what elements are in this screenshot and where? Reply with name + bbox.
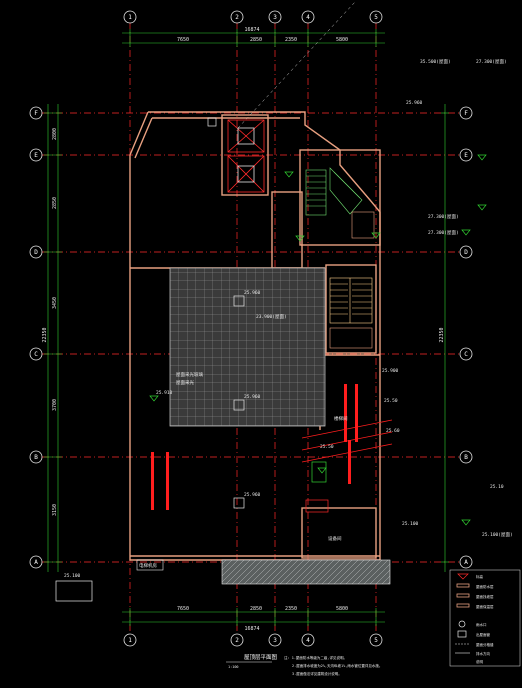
legend-item-7: 屋面分格缝 (476, 642, 494, 647)
axis-label-bottom-5: 5 (374, 637, 378, 644)
level-top-right-1: 35.500(屋面) (420, 59, 451, 65)
dim-left-seg-4: 3700 (52, 399, 58, 411)
axis-bubbles (29, 10, 473, 647)
legend-item-2: 屋面防水层 (476, 584, 494, 589)
axis-label-left-c: C (34, 351, 38, 358)
axis-label-bottom-2: 2 (235, 637, 239, 644)
axis-label-top-4: 4 (306, 14, 310, 21)
dim-right-total: 22350 (439, 327, 445, 342)
level-right-side-1: 25.900 (382, 368, 399, 374)
axis-label-left-f: F (34, 110, 38, 117)
bottom-left-box (55, 580, 93, 602)
axis-label-top-2: 2 (235, 14, 239, 21)
axis-label-right-e: E (464, 152, 468, 159)
axis-label-bottom-4: 4 (306, 637, 310, 644)
drawing-scale: 1:100 (228, 665, 239, 669)
bottom-room-label-box (136, 559, 164, 571)
legend-item-9: 说明 (476, 659, 484, 664)
drain-lines (301, 419, 393, 463)
legend-item-6: 出屋面管 (476, 632, 490, 637)
foundation-hatch (221, 559, 391, 585)
dim-bottom-seg-4: 5800 (336, 606, 348, 612)
room-label-glass-2: 屋面采光 (176, 379, 194, 386)
drawing-note-2: 2.屋面排水坡度为2%,天沟纵坡1%,雨水管位置详见水施。 (292, 663, 382, 668)
axis-label-left-b: B (34, 454, 38, 461)
level-texts: 35.500(屋面) 27.300(屋面) 25.960 27.300(屋面) … (64, 59, 513, 579)
level-mid-right-1: 27.300(屋面) (428, 214, 459, 220)
dim-top-seg-3: 2350 (285, 37, 297, 43)
drawing-note-3: 3.屋面做法详见建筑设计说明。 (292, 671, 342, 676)
glass-skylight (169, 267, 326, 427)
level-mid-right-2: 27.300(屋面) (428, 230, 459, 236)
dim-left-seg-1: 2800 (52, 128, 58, 140)
elevator-shafts (227, 119, 265, 193)
level-grid-center-1: 25.960 (244, 290, 261, 296)
axis-label-left-d: D (34, 249, 38, 256)
dim-overall-bottom: 16874 (244, 626, 259, 632)
axis-label-left-e: E (34, 152, 38, 159)
axis-label-right-d: D (464, 249, 468, 256)
dim-bottom-seg-3: 2350 (285, 606, 297, 612)
drawing-note-1: 注: 1.屋面防水等级为二级,详见说明。 (284, 655, 347, 660)
title-block: 屋顶层平面图 1:100 注: 1.屋面防水等级为二级,详见说明。 2.屋面排水… (226, 653, 382, 676)
dim-left-seg-2: 2850 (52, 197, 58, 209)
level-right-side-4: 25.50 (320, 444, 334, 450)
axis-label-top-3: 3 (273, 14, 277, 21)
dim-bottom-seg-2: 2850 (250, 606, 262, 612)
dim-bottom-seg-1: 7650 (177, 606, 189, 612)
level-markers (149, 154, 487, 526)
stair-upper (305, 167, 375, 239)
level-lower-right-1: 25.10 (490, 484, 504, 490)
level-lower-right-2: 25.100 (402, 521, 419, 527)
level-grid-center-3: 25.960 (244, 394, 261, 400)
axis-label-right-a: A (464, 559, 468, 566)
level-right-side-3: 25.60 (386, 428, 400, 434)
room-label-lower: 设备间 (328, 535, 342, 542)
axis-label-right-f: F (464, 110, 468, 117)
stair-lower (329, 277, 373, 349)
dim-overall-top: 16874 (244, 27, 259, 33)
reference-diagonal (237, 1, 356, 129)
dim-left-total: 22350 (42, 327, 48, 342)
level-bottom-left: 25.100 (64, 573, 81, 579)
dim-top-seg-2: 2850 (250, 37, 262, 43)
axis-label-top-1: 1 (128, 14, 132, 21)
room-label-machine: 电梯机房 (139, 562, 157, 569)
room-labels: 屋面采光玻璃 屋面采光 楼梯间 电梯机房 设备间 (139, 371, 348, 569)
room-label-stair: 楼梯间 (334, 415, 348, 422)
dim-left-seg-3: 3450 (52, 297, 58, 309)
roof-equipment (207, 117, 329, 513)
axis-label-bottom-1: 1 (128, 637, 132, 644)
legend-item-4: 屋面保温层 (476, 604, 494, 609)
level-left-grid: 25.910 (156, 390, 173, 396)
level-upper-left: 25.960 (406, 100, 423, 106)
level-bottom-right: 25.100(屋面) (482, 532, 513, 538)
axis-label-right-b: B (464, 454, 468, 461)
level-right-side-2: 25.50 (384, 398, 398, 404)
axis-label-bottom-3: 3 (273, 637, 277, 644)
dim-top-seg-4: 5800 (336, 37, 348, 43)
drawing-title: 屋顶层平面图 (244, 653, 278, 661)
axis-label-top-5: 5 (374, 14, 378, 21)
legend-item-1: 标高 (476, 574, 484, 579)
axis-bubble-labels: 1 2 3 4 5 1 2 3 4 5 F E D C B A F E D C … (34, 14, 468, 644)
legend-item-5: 雨水口 (476, 622, 487, 627)
legend-item-3: 屋面找坡层 (476, 594, 494, 599)
legend: 标高 屋面防水层 屋面找坡层 屋面保温层 雨水口 出屋面管 屋面分格缝 排水方向… (449, 569, 521, 667)
room-label-glass-1: 屋面采光玻璃 (176, 371, 203, 378)
dim-left-seg-5: 3150 (52, 504, 58, 516)
dimension-texts: 16874 7650 2850 2350 5800 7650 2850 2350… (42, 27, 445, 632)
legend-item-8: 排水方向 (476, 651, 490, 656)
level-grid-center-2: 23.900(屋面) (256, 314, 287, 320)
level-lower-mid: 25.960 (244, 492, 261, 498)
level-top-right-2: 27.300(屋面) (476, 59, 507, 65)
dimension-lines (44, 29, 449, 626)
dim-top-seg-1: 7650 (177, 37, 189, 43)
axis-label-left-a: A (34, 559, 38, 566)
axis-label-right-c: C (464, 351, 468, 358)
drain-bars (151, 384, 358, 510)
